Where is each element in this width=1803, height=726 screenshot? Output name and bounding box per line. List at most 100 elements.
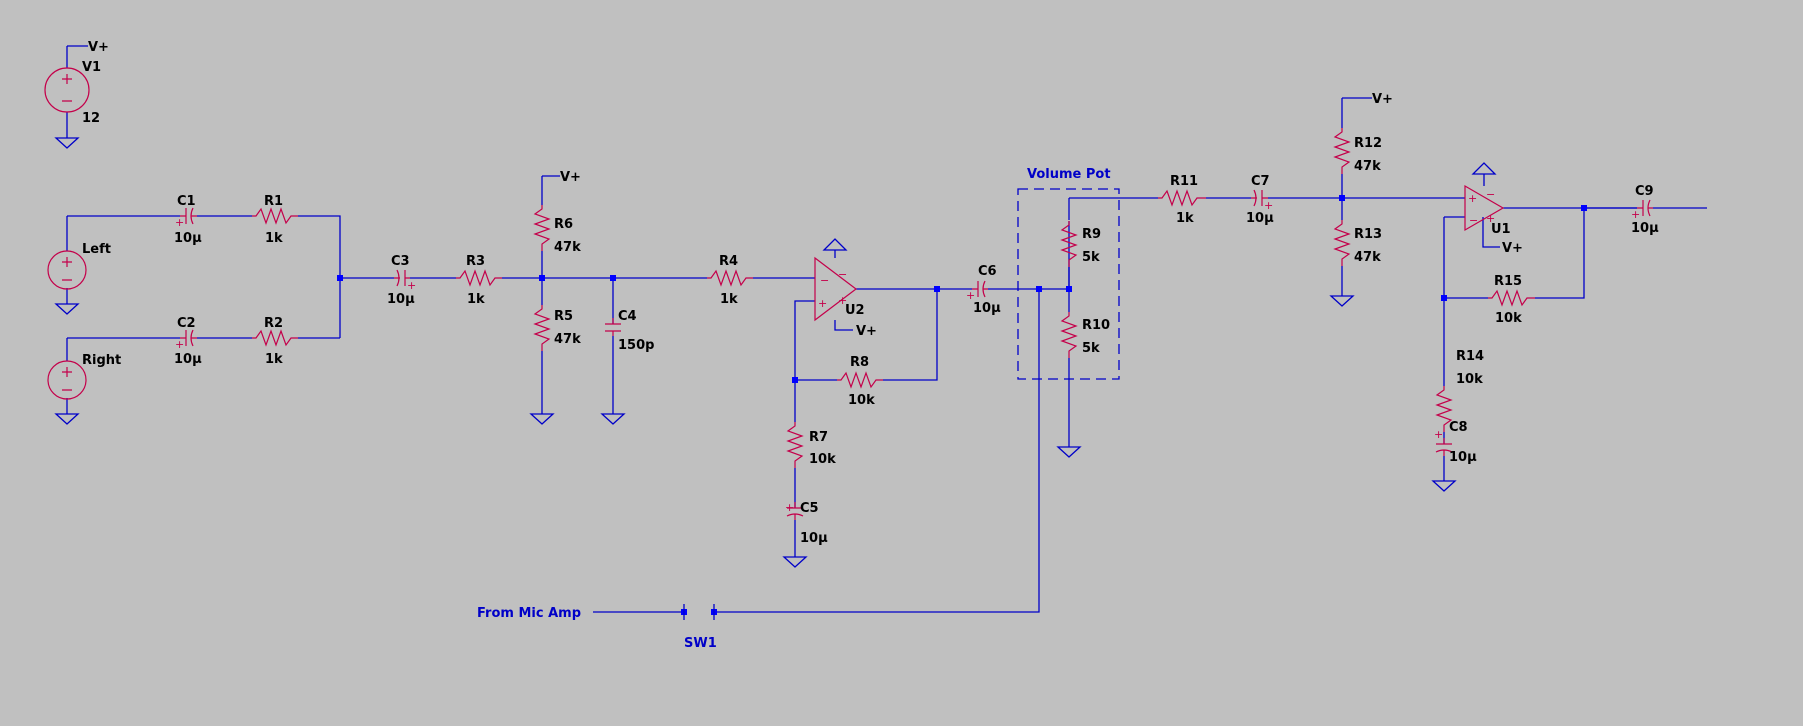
- svg-text:+: +: [1486, 212, 1495, 225]
- c2-name-label: C2: [177, 316, 196, 331]
- r4-resistor-symbol: [707, 269, 753, 287]
- r14-value-label: 10k: [1456, 372, 1483, 387]
- r14-name-label: R14: [1456, 349, 1484, 364]
- r6-value-label: 47k: [554, 240, 581, 255]
- svg-text:+: +: [818, 297, 827, 310]
- r6-vplus-label: V+: [560, 170, 581, 185]
- c4-name-label: C4: [618, 309, 637, 324]
- c7-capacitor-symbol: +: [1251, 189, 1273, 212]
- r11-name-label: R11: [1170, 174, 1198, 189]
- c8-capacitor-symbol: +: [1434, 428, 1453, 456]
- v1-vplus-label: V+: [88, 40, 109, 55]
- r4-name-label: R4: [719, 254, 738, 269]
- r5-value-label: 47k: [554, 332, 581, 347]
- sw1-switch-symbol: [683, 604, 715, 620]
- ground-symbols: [54, 137, 1497, 568]
- resistors: [252, 128, 1535, 468]
- v1-value-label: 12: [82, 111, 100, 126]
- svg-text:−: −: [1469, 214, 1478, 227]
- right-source-label: Right: [82, 353, 121, 368]
- svg-text:+: +: [175, 338, 184, 351]
- svg-text:−: −: [820, 274, 829, 287]
- r10-value-label: 5k: [1082, 341, 1100, 356]
- c3-value-label: 10µ: [387, 292, 415, 307]
- r13-name-label: R13: [1354, 227, 1382, 242]
- r6-resistor-symbol: [533, 205, 551, 251]
- svg-text:+: +: [1434, 428, 1443, 441]
- r13-resistor-symbol: [1333, 220, 1351, 266]
- r3-name-label: R3: [466, 254, 485, 269]
- r7-name-label: R7: [809, 430, 828, 445]
- c3-name-label: C3: [391, 254, 410, 269]
- r7-resistor-symbol: [786, 422, 804, 468]
- r12-vplus-label: V+: [1372, 92, 1393, 107]
- v1-name-label: V1: [82, 60, 101, 75]
- c5-capacitor-symbol: +: [785, 501, 804, 520]
- r8-value-label: 10k: [848, 393, 875, 408]
- from-mic-amp-label: From Mic Amp: [477, 606, 581, 621]
- r9-resistor-symbol: [1060, 221, 1078, 267]
- r3-resistor-symbol: [456, 269, 502, 287]
- left-source-label: Left: [82, 242, 111, 257]
- r9-name-label: R9: [1082, 227, 1101, 242]
- volume-pot-label: Volume Pot: [1027, 167, 1111, 182]
- r1-resistor-symbol: [252, 207, 298, 225]
- r1-value-label: 1k: [265, 231, 283, 246]
- r8-name-label: R8: [850, 355, 869, 370]
- u2-opamp-symbol: − + − +: [814, 256, 857, 322]
- wires: [66, 45, 1707, 613]
- c6-capacitor-symbol: +: [966, 280, 988, 302]
- c1-name-label: C1: [177, 194, 196, 209]
- left-source-symbol: [47, 250, 87, 290]
- svg-text:+: +: [175, 216, 184, 229]
- r11-value-label: 1k: [1176, 211, 1194, 226]
- opamps: − + − + + − − +: [814, 184, 1505, 322]
- r8-resistor-symbol: [837, 371, 883, 389]
- right-source-symbol: [47, 360, 87, 400]
- r3-value-label: 1k: [467, 292, 485, 307]
- u1-name-label: U1: [1491, 222, 1511, 237]
- c3-capacitor-symbol: +: [394, 269, 416, 292]
- r15-name-label: R15: [1494, 274, 1522, 289]
- c8-name-label: C8: [1449, 420, 1468, 435]
- sw1-name-label: SW1: [684, 636, 717, 651]
- svg-text:+: +: [785, 501, 794, 514]
- svg-text:−: −: [1486, 188, 1495, 201]
- r10-resistor-symbol: [1060, 312, 1078, 358]
- r5-resistor-symbol: [533, 305, 551, 351]
- r13-value-label: 47k: [1354, 250, 1381, 265]
- c4-capacitor-symbol: [605, 318, 621, 336]
- svg-text:+: +: [1264, 199, 1273, 212]
- c9-name-label: C9: [1635, 184, 1654, 199]
- c9-capacitor-symbol: +: [1631, 199, 1653, 221]
- c1-value-label: 10µ: [174, 231, 202, 246]
- r2-resistor-symbol: [252, 329, 298, 347]
- r15-resistor-symbol: [1488, 289, 1535, 307]
- svg-text:+: +: [838, 294, 847, 307]
- junction-dots: [337, 195, 1587, 615]
- r9-value-label: 5k: [1082, 250, 1100, 265]
- r6-name-label: R6: [554, 217, 573, 232]
- u1-opamp-symbol: + − − +: [1464, 184, 1505, 232]
- r10-name-label: R10: [1082, 318, 1110, 333]
- r2-name-label: R2: [264, 316, 283, 331]
- svg-text:+: +: [407, 279, 416, 292]
- r15-value-label: 10k: [1495, 311, 1522, 326]
- r1-name-label: R1: [264, 194, 283, 209]
- capacitors: + + + + + + + +: [175, 189, 1653, 520]
- r12-name-label: R12: [1354, 136, 1382, 151]
- c8-value-label: 10µ: [1449, 450, 1477, 465]
- r12-resistor-symbol: [1333, 128, 1351, 174]
- svg-text:−: −: [838, 268, 847, 281]
- c2-capacitor-symbol: +: [175, 329, 197, 351]
- c9-value-label: 10µ: [1631, 221, 1659, 236]
- r5-name-label: R5: [554, 309, 573, 324]
- r14-resistor-symbol: [1435, 386, 1453, 432]
- volume-pot-outline: [1017, 188, 1120, 380]
- c5-value-label: 10µ: [800, 531, 828, 546]
- c7-name-label: C7: [1251, 174, 1270, 189]
- v1-source-symbol: [44, 67, 90, 113]
- c2-value-label: 10µ: [174, 352, 202, 367]
- c5-name-label: C5: [800, 501, 819, 516]
